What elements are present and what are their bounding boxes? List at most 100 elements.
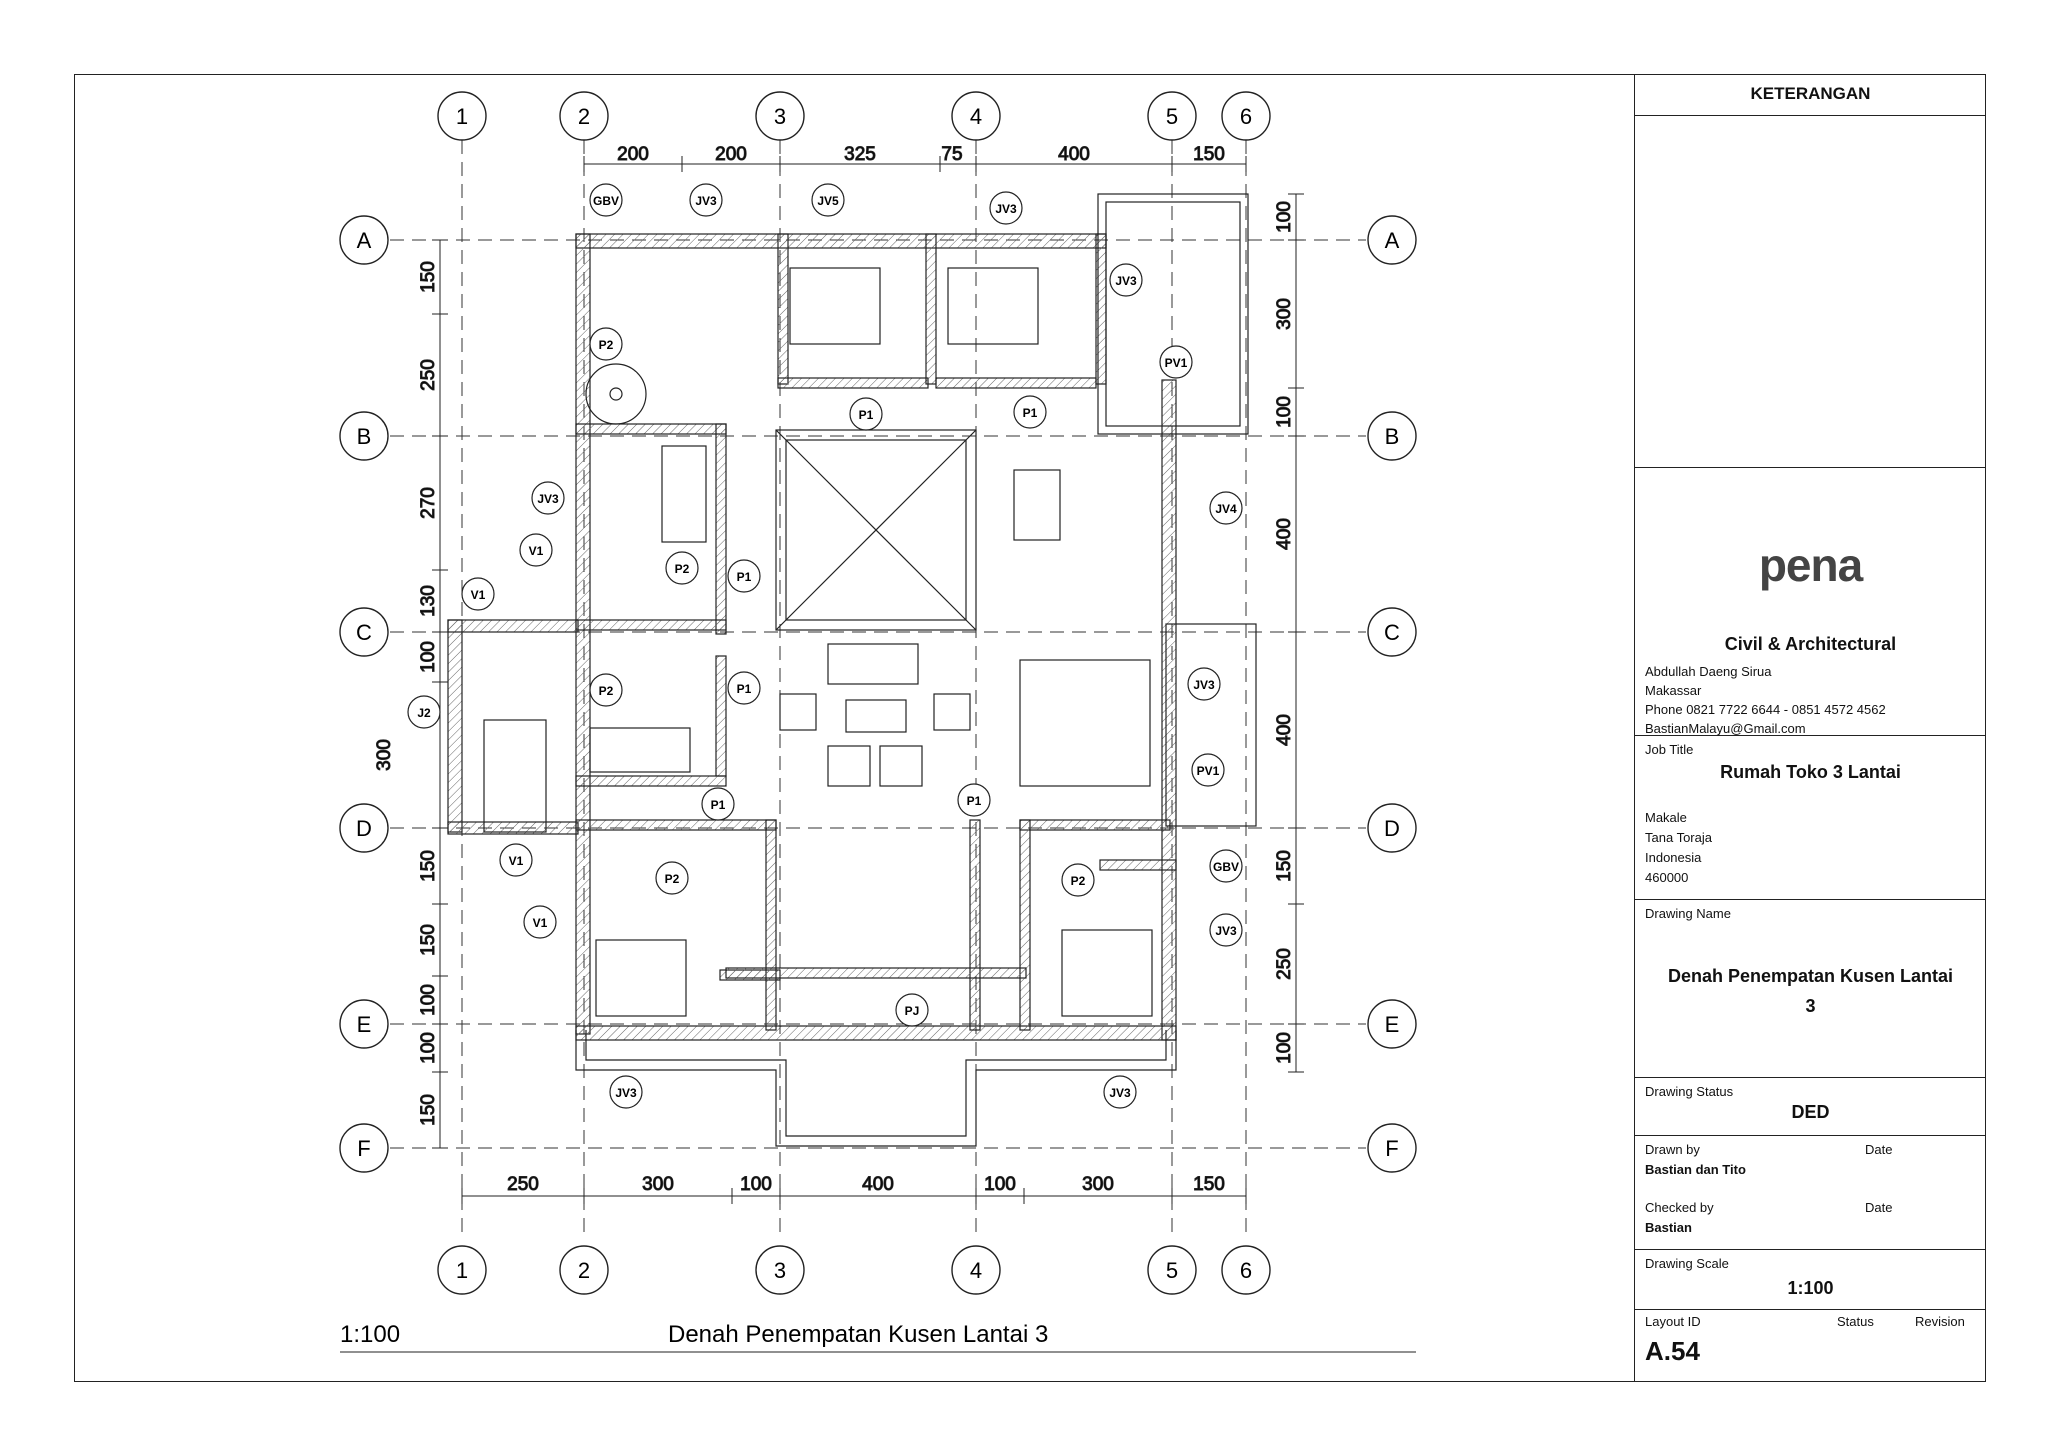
grid-bubble-circle (339, 803, 389, 853)
grid-bubble-circle (951, 1245, 1001, 1295)
opening-tag-circle (589, 673, 623, 707)
opening-tag-label: GBV (593, 194, 619, 208)
dimension-label: 400 (1274, 518, 1295, 550)
opening-tag-circle (589, 183, 623, 217)
address-line: Abdullah Daeng Sirua (1645, 664, 1772, 679)
grid-bubble: 1 (437, 1245, 487, 1295)
walls (447, 193, 1257, 1147)
grid-bubble-label: E (357, 1012, 372, 1037)
opening-tag-circle (665, 551, 699, 585)
grid-bubble-circle (951, 91, 1001, 141)
grid-bubble: 4 (951, 91, 1001, 141)
grid-bubble-label: 3 (774, 104, 786, 129)
grid-bubble-circle (1367, 999, 1417, 1049)
opening-tag-p2: P2 (655, 861, 689, 895)
opening-tag-circle (499, 843, 533, 877)
grid-bubble-circle (1367, 215, 1417, 265)
opening-tag-label: JV3 (995, 202, 1017, 216)
dimension-label: 100 (740, 1174, 772, 1195)
opening-tag-p2: P2 (665, 551, 699, 585)
grid-bubble: 6 (1221, 91, 1271, 141)
tb-job-row: Job Title Rumah Toko 3 Lantai Makale Tan… (1635, 736, 1986, 900)
grid-bubble-circle (1221, 91, 1271, 141)
grid-bubble-circle (755, 1245, 805, 1295)
dimension-label: 270 (418, 487, 439, 519)
opening-tag-circle (1187, 667, 1221, 701)
opening-tag-circle (727, 671, 761, 705)
opening-tag-circle (1191, 753, 1225, 787)
grid-bubble-label: A (357, 228, 372, 253)
grid-bubble: D (339, 803, 389, 853)
opening-tag-circle (1209, 491, 1243, 525)
grid-bubble: B (1367, 411, 1417, 461)
dimension-label: 200 (617, 144, 649, 165)
grid-bubble: 3 (755, 1245, 805, 1295)
grid-bubble-label: C (1384, 620, 1400, 645)
tb-drawn-row: Drawn by Date Bastian dan Tito Checked b… (1635, 1136, 1986, 1250)
dimension-label: 100 (418, 984, 439, 1016)
grid-bubble-circle (1367, 411, 1417, 461)
grid-bubble: F (1367, 1123, 1417, 1173)
dimension-label: 300 (1274, 298, 1295, 330)
grid-bubble: 2 (559, 1245, 609, 1295)
opening-tag-p1: P1 (849, 397, 883, 431)
revision-label: Revision (1915, 1314, 1965, 1329)
opening-tag-label: V1 (471, 588, 486, 602)
opening-tag-pj: PJ (895, 993, 929, 1027)
dimension-label: 100 (1274, 396, 1295, 428)
opening-tag-circle (519, 533, 553, 567)
grid-bubble-label: E (1385, 1012, 1400, 1037)
opening-tag-circle (727, 559, 761, 593)
grid-bubble: B (339, 411, 389, 461)
grid-bubble: 5 (1147, 1245, 1197, 1295)
drawing-scale: 1:100 (1787, 1278, 1834, 1298)
tb-header: KETERANGAN (1750, 84, 1871, 103)
company-name: Civil & Architectural (1724, 634, 1897, 654)
status-label: Drawing Status (1645, 1084, 1734, 1099)
dimension-label: 100 (418, 1032, 439, 1064)
address-line: Phone 0821 7722 6644 - 0851 4572 4562 (1645, 702, 1886, 717)
opening-tag-p1: P1 (1013, 395, 1047, 429)
grid-bubble: C (339, 607, 389, 657)
opening-tag-circle (1061, 863, 1095, 897)
opening-tag-label: P1 (737, 682, 752, 696)
tb-drawing-name-row: Drawing Name Denah Penempatan Kusen Lant… (1635, 900, 1986, 1078)
opening-tag-v1: V1 (461, 577, 495, 611)
company-logo: pena (1758, 539, 1863, 591)
opening-tag-label: PJ (905, 1004, 920, 1018)
opening-tag-circle (811, 183, 845, 217)
grid-bubble: E (1367, 999, 1417, 1049)
date-label: Date (1865, 1200, 1893, 1215)
opening-tag-jv5: JV5 (811, 183, 845, 217)
grid-bubble: C (1367, 607, 1417, 657)
address-line: BastianMalayu@Gmail.com (1645, 721, 1806, 736)
grid-bubble-circle (339, 1123, 389, 1173)
opening-tag-circle (895, 993, 929, 1027)
dimension-label: 150 (418, 1094, 439, 1126)
dimension-label: 250 (507, 1174, 539, 1195)
opening-tag-label: JV3 (615, 1086, 637, 1100)
opening-tag-circle (407, 695, 441, 729)
grid-bubble-circle (1221, 1245, 1271, 1295)
address-line: Makassar (1645, 683, 1702, 698)
drawing-sheet (74, 74, 1986, 1382)
grid-bubble-label: 5 (1166, 104, 1178, 129)
opening-tag-circle (1103, 1075, 1137, 1109)
opening-tag-label: P2 (675, 562, 690, 576)
grid-bubble: 1 (437, 91, 487, 141)
opening-tag-circle (523, 905, 557, 939)
opening-tag-label: P1 (711, 798, 726, 812)
grid-bubble: F (339, 1123, 389, 1173)
opening-tag-label: V1 (533, 916, 548, 930)
dimension-label: 100 (984, 1174, 1016, 1195)
opening-tag-p2: P2 (589, 673, 623, 707)
opening-tag-label: J2 (417, 706, 431, 720)
opening-tag-circle (1109, 263, 1143, 297)
opening-tag-label: JV3 (1115, 274, 1137, 288)
opening-tag-label: P2 (1071, 874, 1086, 888)
title-block: KETERANGAN pena Civil & Architectural Ab… (1634, 74, 1986, 1382)
opening-tag-circle (1159, 345, 1193, 379)
dimension-label: 300 (1082, 1174, 1114, 1195)
